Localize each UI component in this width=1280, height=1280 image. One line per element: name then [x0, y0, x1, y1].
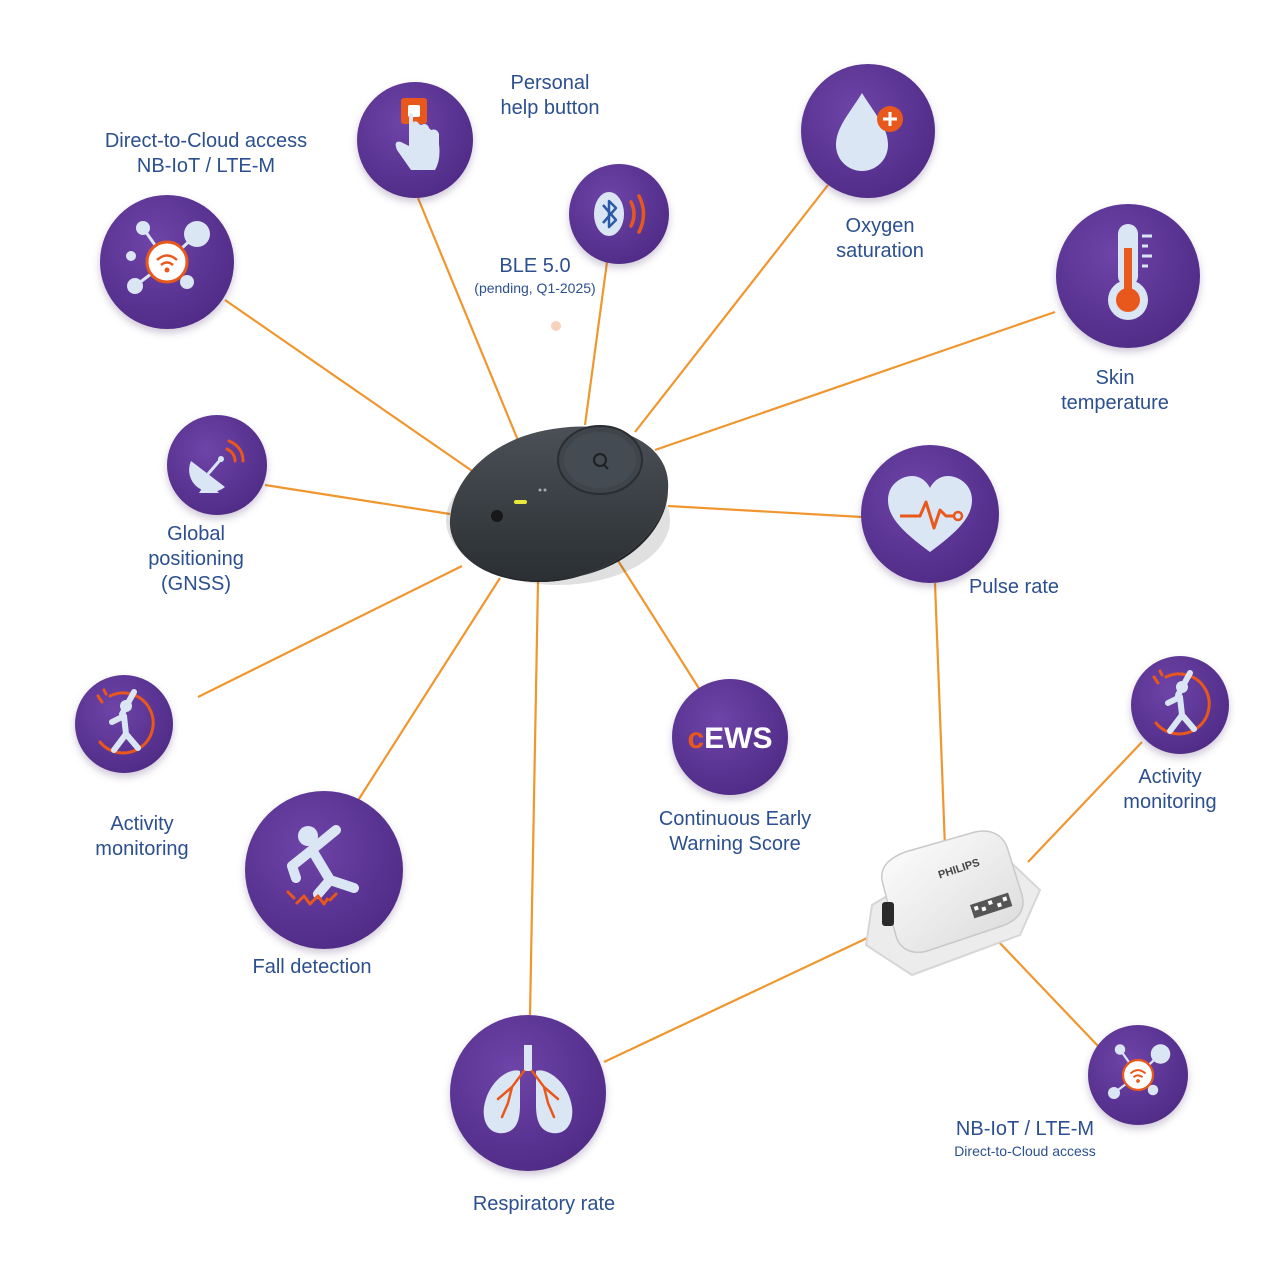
connector-cloud [224, 299, 479, 476]
connector-pulse [667, 504, 863, 519]
label-help-button: Personal help button [500, 72, 600, 119]
label-ble: BLE 5.0 (pending, Q1-2025) [474, 255, 596, 296]
connector-fall [356, 577, 501, 803]
connector-ble [583, 261, 609, 426]
feature-direct-to-cloud [100, 195, 234, 329]
cloud-network-icon [1108, 1044, 1171, 1099]
feature-oxygen [801, 64, 935, 198]
connector-gnss [264, 483, 451, 516]
feature-help-button [357, 82, 473, 198]
decorative-dot [551, 321, 561, 331]
connector-cews [609, 547, 701, 691]
feature-cews: cEWS [672, 679, 788, 795]
activity-figure-icon [1152, 669, 1211, 736]
feature-ble [569, 164, 669, 264]
feature-gnss [167, 415, 267, 515]
feature-fall [245, 791, 403, 949]
connector-respiratory [528, 581, 540, 1016]
connector-nbiot-sensor [996, 939, 1099, 1047]
feature-respiratory [450, 1015, 606, 1171]
hand-press-button-icon [395, 98, 440, 170]
blood-drop-icon [836, 93, 903, 171]
heart-pulse-icon [888, 476, 972, 552]
activity-figure-icon [96, 688, 155, 755]
connector-activity-sensor [1027, 741, 1143, 863]
label-fall: Fall detection [252, 956, 372, 978]
feature-skin-temp [1056, 204, 1200, 348]
qr-code-icon [970, 892, 1013, 919]
label-skin-temp: Skin temperature [1061, 367, 1169, 414]
cews-c-letter: c [687, 722, 704, 755]
satellite-dish-icon [189, 439, 245, 493]
feature-activity-left [75, 675, 173, 773]
biosensor-patch-device: PHILIPS [864, 830, 1042, 977]
cews-text-icon: cEWS [687, 722, 772, 755]
feature-pulse [861, 445, 999, 583]
feature-nbiot-right [1088, 1025, 1188, 1125]
bluetooth-icon [594, 192, 646, 236]
cews-ews-letters: EWS [704, 722, 772, 755]
wearable-pod-device [446, 425, 670, 585]
connector-pulse-sensor [933, 582, 947, 849]
connector-help [416, 197, 524, 451]
label-gnss: Global positioning (GNSS) [148, 523, 244, 595]
connector-activity-left [197, 565, 463, 698]
label-activity-right: Activity monitoring [1123, 766, 1217, 813]
label-cews: Continuous Early Warning Score [658, 808, 812, 855]
feature-activity-right [1131, 656, 1229, 754]
label-pulse: Pulse rate [968, 576, 1060, 598]
connector-oxygen [634, 184, 829, 433]
cloud-network-icon [126, 221, 210, 294]
label-oxygen: Oxygen saturation [836, 215, 924, 262]
lungs-icon [483, 1045, 573, 1134]
label-respiratory: Respiratory rate [472, 1193, 616, 1215]
svg-text:cEWS: cEWS [687, 722, 772, 755]
label-activity-left: Activity monitoring [95, 813, 189, 860]
label-nbiot-right: NB-IoT / LTE-M Direct-to-Cloud access [954, 1118, 1096, 1159]
connector-lines [197, 184, 1143, 1063]
thermometer-icon [1108, 224, 1152, 320]
connector-respiratory-sensor [603, 931, 881, 1063]
connector-skin [654, 310, 1056, 452]
label-direct-to-cloud: Direct-to-Cloud access NB-IoT / LTE-M [104, 130, 308, 177]
falling-person-icon [286, 825, 359, 906]
